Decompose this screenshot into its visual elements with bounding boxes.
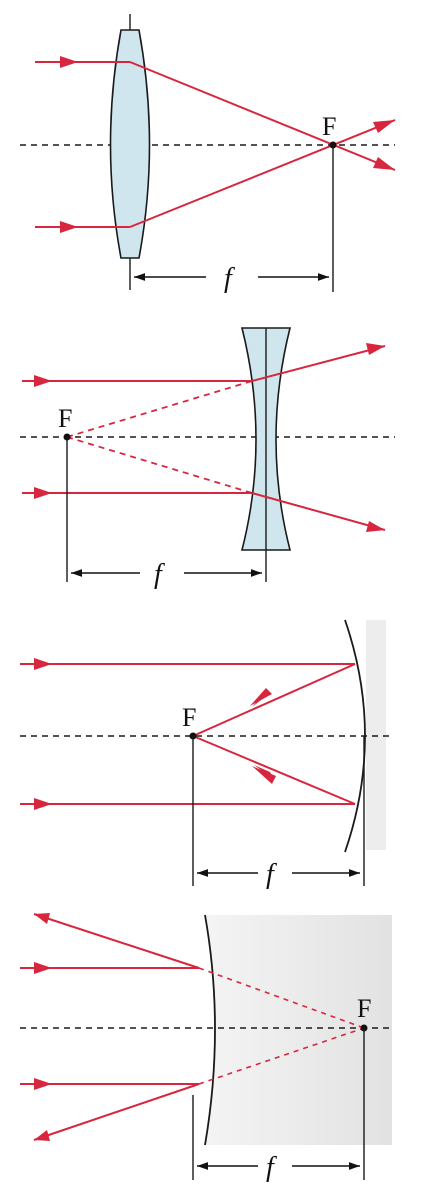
convex-mirror-diagram: F f bbox=[0, 900, 444, 1196]
ray-arrow bbox=[252, 766, 276, 784]
concave-mirror bbox=[344, 619, 366, 853]
ray-arrow bbox=[34, 1078, 52, 1090]
ray-arrow bbox=[34, 375, 52, 387]
convex-mirror-svg: F f bbox=[20, 913, 392, 1183]
focal-length-label: f bbox=[224, 263, 235, 294]
convex-mirror bbox=[204, 914, 216, 1146]
ray-arrow bbox=[373, 120, 395, 133]
ray-arrow bbox=[34, 962, 52, 974]
focal-point-label: F bbox=[182, 703, 196, 732]
converging-lens-svg: F f bbox=[20, 14, 396, 294]
concave-mirror-svg: F f bbox=[20, 619, 390, 890]
focal-length-label: f bbox=[266, 859, 277, 890]
refracted-ray-bottom bbox=[129, 119, 396, 228]
virtual-ray-top bbox=[66, 380, 253, 438]
ray-arrow bbox=[366, 343, 385, 355]
mirror-backing bbox=[205, 915, 392, 1145]
convex-lens bbox=[109, 29, 151, 259]
concave-mirror-diagram: F f bbox=[0, 600, 444, 900]
ray-arrow bbox=[34, 913, 50, 924]
reflected-ray-bottom bbox=[33, 1083, 200, 1141]
virtual-ray-bottom bbox=[66, 436, 253, 494]
ray-arrow bbox=[373, 157, 395, 170]
reflected-ray-top bbox=[33, 913, 200, 969]
reflected-ray-bottom bbox=[192, 735, 356, 805]
refracted-ray-top bbox=[129, 61, 396, 171]
ray-arrow bbox=[34, 487, 52, 499]
focal-length-label: f bbox=[266, 1152, 277, 1183]
diverging-lens-diagram: F f bbox=[0, 300, 444, 600]
ray-arrow bbox=[366, 521, 385, 532]
ray-arrow bbox=[250, 688, 272, 706]
converging-lens-diagram: F f bbox=[0, 0, 444, 300]
focal-length-label: f bbox=[154, 559, 165, 590]
ray-arrow bbox=[60, 221, 78, 233]
diverging-lens-svg: F f bbox=[20, 327, 395, 590]
focal-point-label: F bbox=[357, 994, 371, 1023]
ray-arrow bbox=[60, 56, 78, 68]
focal-point-label: F bbox=[58, 404, 72, 433]
diverged-ray-top bbox=[251, 345, 386, 382]
reflected-ray-top bbox=[192, 663, 356, 737]
ray-arrow bbox=[34, 1130, 50, 1141]
ray-arrow bbox=[34, 798, 52, 810]
ray-arrow bbox=[34, 658, 52, 670]
diverged-ray-bottom bbox=[251, 492, 386, 531]
focal-point-label: F bbox=[322, 112, 336, 141]
mirror-backing bbox=[366, 620, 386, 850]
